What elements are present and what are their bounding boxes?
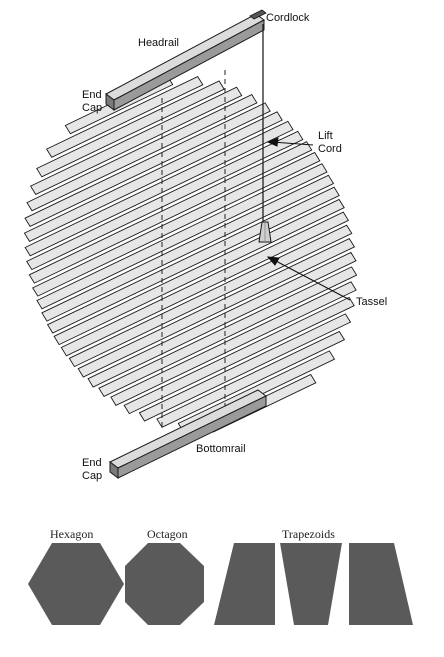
headrail (105, 9, 267, 111)
pleat (53, 198, 345, 346)
tassel (258, 221, 272, 243)
pleat (23, 111, 283, 242)
label-tassel: Tassel (356, 296, 387, 308)
pleat (110, 281, 357, 406)
pleat (156, 330, 346, 428)
label-end-cap-top-2: Cap (82, 102, 102, 114)
pleat (29, 86, 243, 195)
label-cordlock: Cordlock (266, 12, 310, 24)
pleat (60, 211, 350, 357)
label-trapezoids: Trapezoids (282, 527, 335, 541)
pleat (77, 238, 356, 378)
label-octagon: Octagon (147, 527, 188, 541)
pleat (123, 296, 355, 415)
label-headrail: Headrail (138, 37, 179, 49)
label-end-cap-bottom-1: End (82, 457, 102, 469)
pleat (68, 224, 353, 368)
leader-arrows (266, 137, 351, 301)
label-lift-cord-2: Cord (318, 143, 342, 155)
pleat (26, 94, 258, 212)
pleat (36, 80, 225, 178)
label-end-cap-bottom-2: Cap (82, 470, 102, 482)
trapezoid-shape-2 (280, 543, 342, 625)
pleat (24, 102, 271, 227)
pleat (138, 313, 352, 422)
pleat (98, 266, 358, 397)
octagon-shape (125, 543, 204, 625)
pleat (36, 163, 328, 310)
label-lift-cord-1: Lift (318, 130, 333, 142)
trapezoid-shape-1 (214, 543, 275, 625)
bottomrail (109, 389, 267, 479)
label-bottomrail: Bottomrail (196, 443, 246, 455)
pleat (87, 251, 357, 388)
pleat (45, 76, 204, 158)
pleated-fabric (23, 75, 358, 433)
trapezoid-shape-3 (349, 543, 413, 625)
pleat (28, 141, 313, 284)
label-end-cap-top-1: End (82, 89, 102, 101)
pleat (24, 120, 294, 257)
label-hexagon: Hexagon (50, 527, 93, 541)
pleat (32, 151, 321, 297)
pleat (41, 174, 335, 322)
pleat (26, 130, 304, 271)
hexagon-shape (28, 543, 124, 625)
